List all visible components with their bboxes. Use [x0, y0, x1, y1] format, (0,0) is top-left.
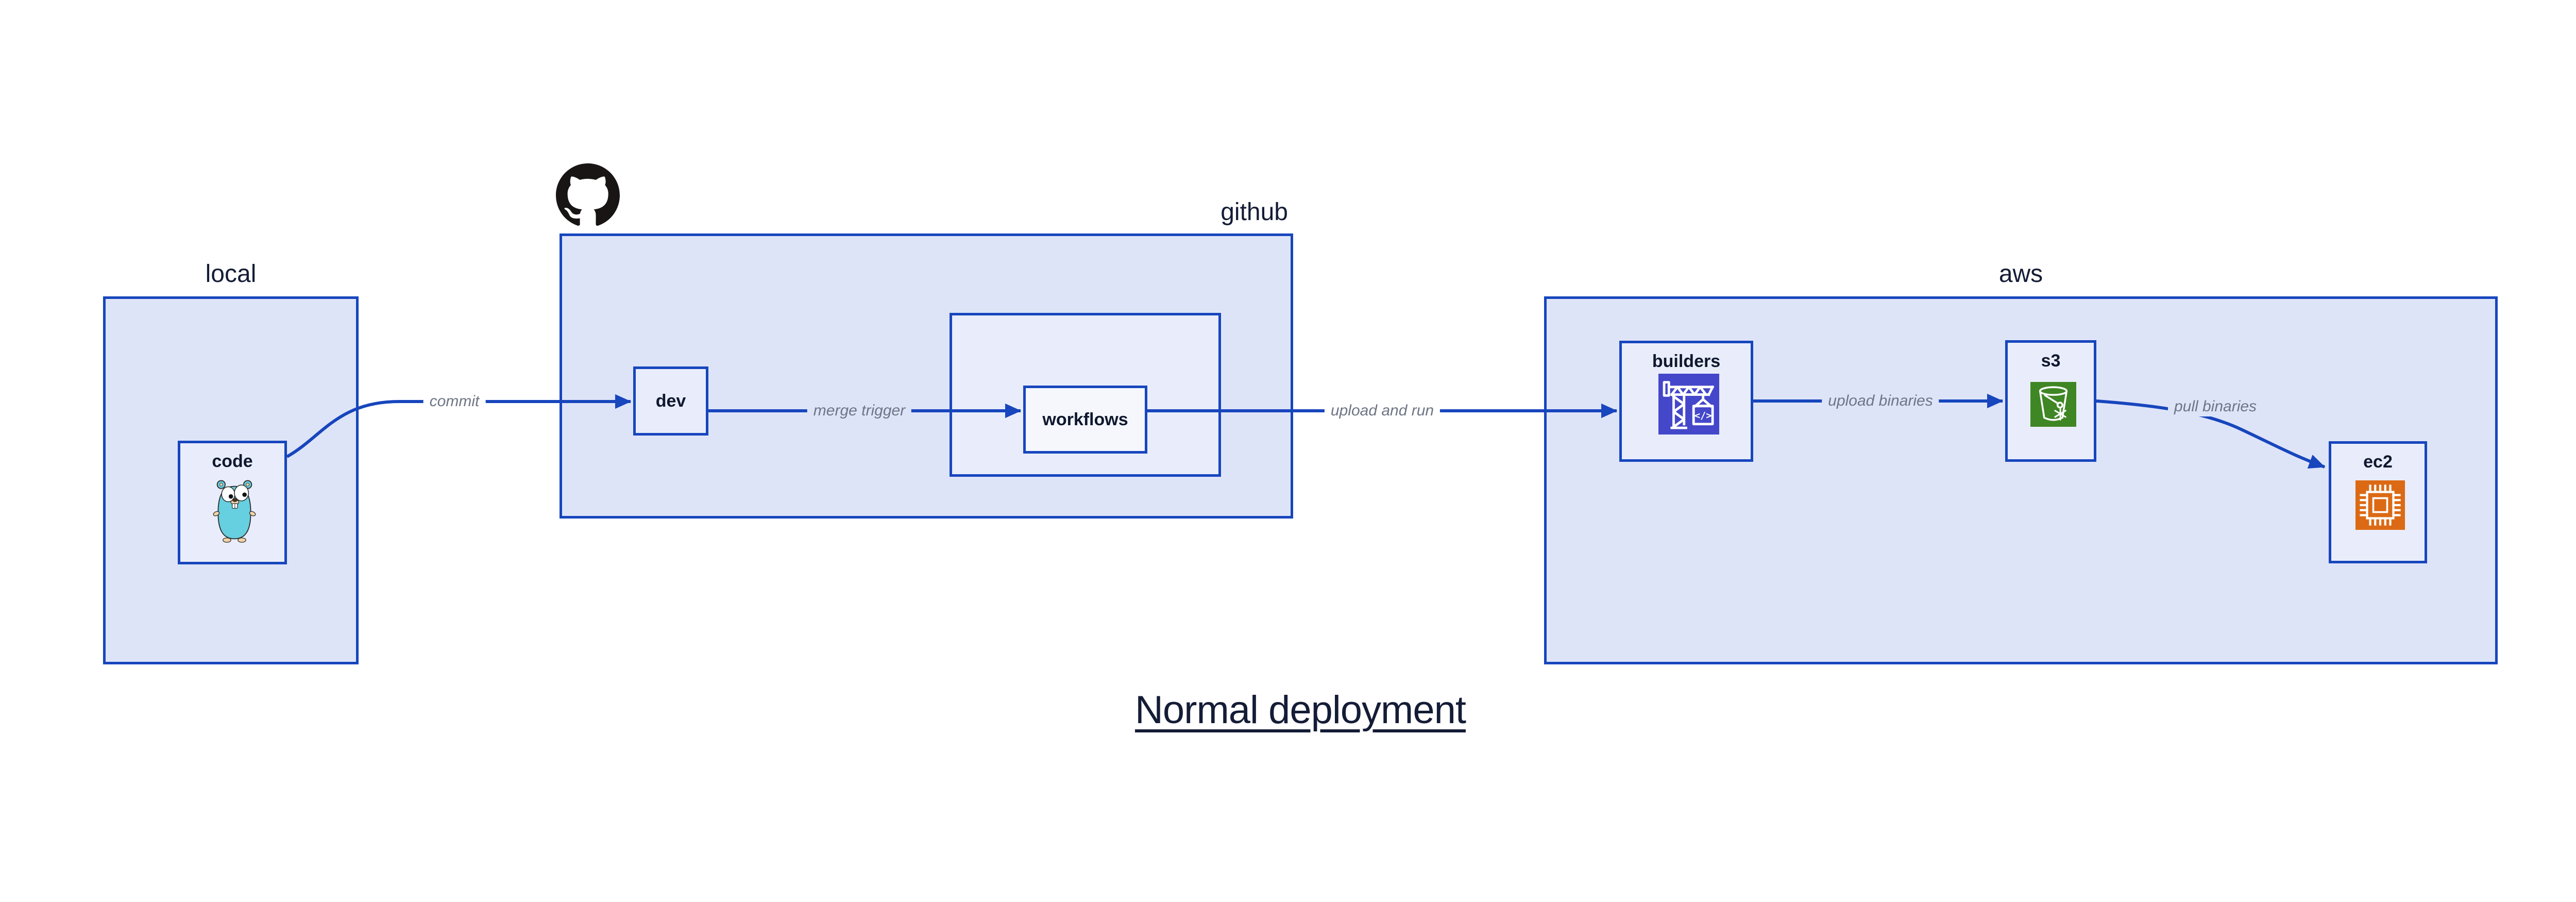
node-s3-label: s3: [2041, 351, 2061, 371]
node-dev-label: dev: [655, 391, 686, 411]
node-s3: s3: [2005, 340, 2096, 462]
svg-text:</>: </>: [1694, 411, 1711, 422]
aws-container-label: aws: [1998, 260, 2043, 288]
diagram-title: Normal deployment: [1135, 688, 1466, 732]
local-container-label: local: [205, 260, 257, 288]
ec2-chip-icon: [2355, 480, 2405, 530]
github-logo-icon: [556, 163, 620, 226]
node-code: code: [178, 441, 287, 564]
edge-label-commit: commit: [423, 392, 486, 411]
node-builders: builders </>: [1619, 341, 1753, 462]
codebuild-crane-icon: </>: [1658, 374, 1719, 435]
s3-bucket-icon: [2030, 382, 2076, 427]
node-builders-label: builders: [1652, 352, 1721, 371]
node-dev: dev: [633, 366, 708, 436]
edge-label-upload-and-run: upload and run: [1324, 401, 1440, 421]
node-ec2-label: ec2: [2363, 452, 2393, 472]
node-workflows: workflows: [1023, 386, 1147, 454]
edge-label-merge-trigger: merge trigger: [807, 401, 912, 421]
node-workflows-label: workflows: [1042, 410, 1128, 429]
node-code-label: code: [212, 452, 253, 471]
github-container-label: github: [1221, 198, 1288, 226]
edge-label-upload-binaries: upload binaries: [1822, 391, 1939, 411]
node-ec2: ec2: [2329, 441, 2427, 563]
go-gopher-icon: [213, 480, 256, 543]
edge-label-pull-binaries: pull binaries: [2167, 397, 2263, 416]
